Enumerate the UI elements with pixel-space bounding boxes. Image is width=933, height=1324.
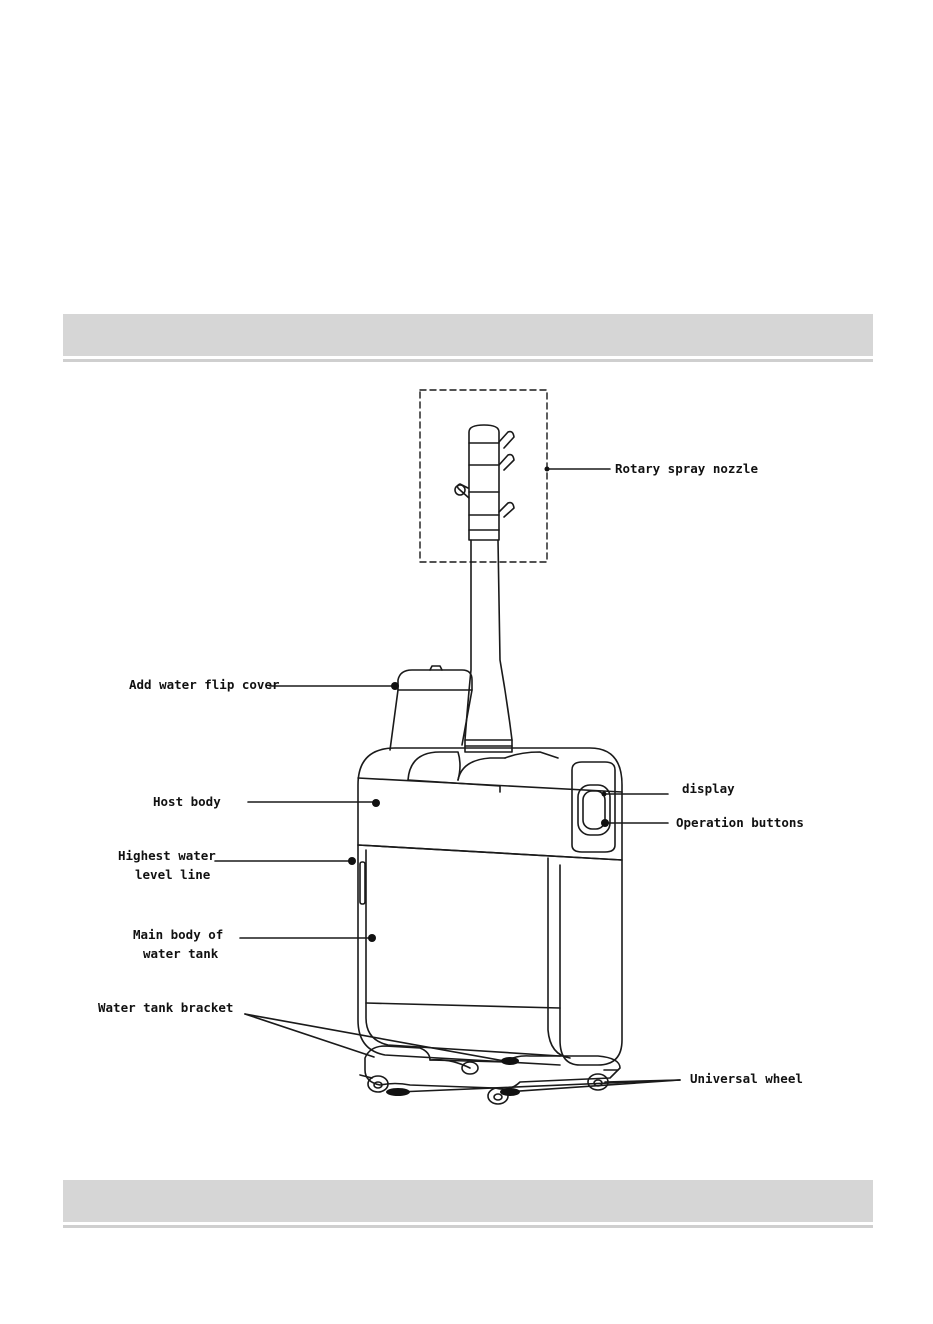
label-rotary-spray-nozzle: Rotary spray nozzle <box>615 461 758 476</box>
dot-main-water-tank <box>368 934 376 942</box>
rotary-spray-nozzle <box>455 425 514 540</box>
nozzle-highlight-box <box>420 390 547 562</box>
label-host-body: Host body <box>153 794 221 809</box>
dot-add-water-flip-cover <box>391 682 399 690</box>
dot-display <box>602 792 607 797</box>
dot-wheel-2 <box>500 1088 520 1096</box>
dot-operation-buttons <box>601 819 609 827</box>
add-water-flip-cover <box>390 666 472 750</box>
label-main-body-water-tank-1: Main body of <box>133 927 223 942</box>
dot-rotary-spray-nozzle <box>545 467 550 472</box>
label-highest-water-level-1: Highest water <box>118 848 216 863</box>
control-panel <box>572 762 615 852</box>
label-add-water-flip-cover: Add water flip cover <box>129 677 280 692</box>
label-water-tank-bracket: Water tank bracket <box>98 1000 233 1015</box>
dot-highest-water-level <box>348 857 356 865</box>
label-highest-water-level-2: level line <box>135 867 211 882</box>
dot-bracket <box>501 1057 519 1065</box>
leader-water-tank-bracket-2 <box>245 1014 510 1062</box>
leader-water-tank-bracket-1 <box>245 1014 374 1057</box>
label-display: display <box>682 781 735 796</box>
label-main-body-water-tank-2: water tank <box>143 946 219 961</box>
nozzle-pipe <box>465 540 512 740</box>
dot-host-body <box>372 799 380 807</box>
dot-wheel-1 <box>386 1088 410 1096</box>
label-operation-buttons: Operation buttons <box>676 815 804 830</box>
water-tank-body <box>358 845 622 1065</box>
label-universal-wheel: Universal wheel <box>690 1071 803 1086</box>
leader-universal-wheel-3 <box>605 1080 680 1082</box>
